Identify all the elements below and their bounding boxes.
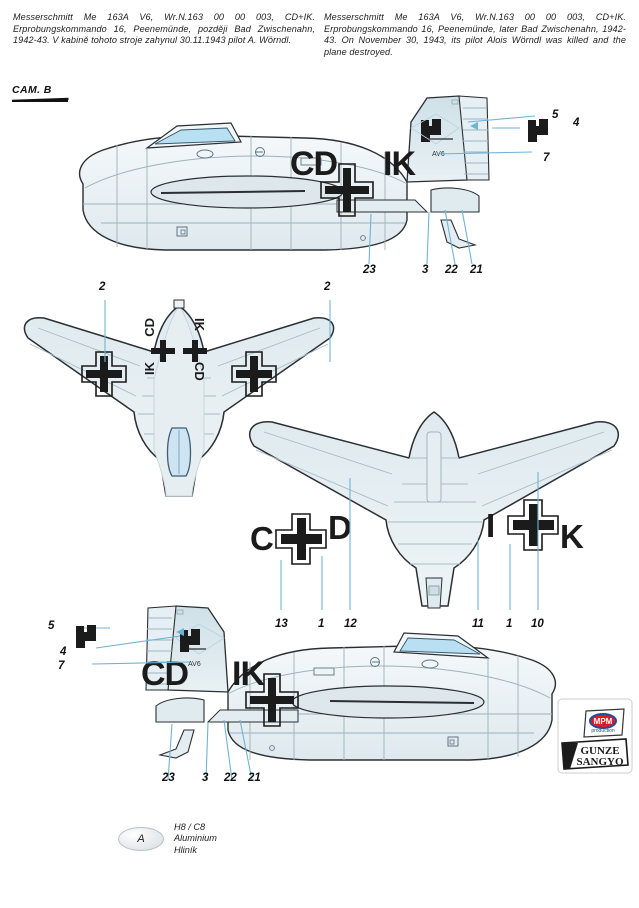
paint-legend-text: H8 / C8 Aluminium Hliník <box>174 822 217 856</box>
paint-swatch-letter: A <box>137 833 145 846</box>
callout-5-b: 5 <box>48 620 55 632</box>
callout-21-b: 21 <box>248 772 261 784</box>
callout-7-b: 7 <box>58 660 65 672</box>
paint-name-cz: Hliník <box>174 844 197 855</box>
cam-heading: CAM. B <box>12 84 90 102</box>
callout-12: 12 <box>344 618 357 630</box>
description-english: Messerschmitt Me 163A V6, Wr.N.163 00 00… <box>324 12 626 57</box>
topwing-code-left-inner: D <box>328 509 352 546</box>
fuselage-code-aft-port: IK <box>232 655 265 693</box>
topwing-code-right-outer: K <box>560 518 584 555</box>
brand-mpm: MPM <box>594 717 613 726</box>
paint-legend: A H8 / C8 Aluminium Hliník <box>118 822 217 856</box>
cam-label: CAM. B <box>12 84 52 96</box>
callout-13: 13 <box>275 618 288 630</box>
view-side-right: AV6 CD IK <box>55 92 575 267</box>
balkenkreuz-wing-left <box>81 351 127 397</box>
fuselage-code-fore: CD <box>290 145 338 183</box>
view-bottom-plan: CD IK IK CD <box>14 299 344 500</box>
brand-logo: MPM production GUNZE SANGYO <box>556 697 634 775</box>
callout-11: 11 <box>472 618 484 630</box>
callout-4-b: 4 <box>60 646 67 658</box>
callout-2-left: 2 <box>99 281 106 293</box>
brand-sangyo: SANGYO <box>576 756 624 768</box>
callout-5-a: 5 <box>552 109 559 121</box>
paint-code: H8 / C8 <box>174 822 206 832</box>
leaders-bottom-plan <box>104 300 331 362</box>
balkenkreuz-wing-right <box>231 351 277 397</box>
callout-23-a: 23 <box>363 264 376 276</box>
cam-underline <box>12 97 90 102</box>
leaders-side-left <box>82 627 253 781</box>
fuselage-code-aft: IK <box>383 145 416 183</box>
view-top-plan: C D I K <box>236 408 632 613</box>
fuselage-code-fore-port: CD <box>141 655 189 693</box>
callout-1-right: 1 <box>506 618 513 630</box>
callout-21-a: 21 <box>470 264 483 276</box>
description-czech: Messerschmitt Me 163A V6, Wr.N.163 00 00… <box>13 12 315 46</box>
callout-1-left: 1 <box>318 618 325 630</box>
tail-marking <box>421 119 441 142</box>
balkenkreuz-topwing-right <box>507 499 559 551</box>
callout-7-a: 7 <box>543 152 550 164</box>
underside-code-right-fore: IK <box>192 318 207 331</box>
brand-production: production <box>591 728 615 734</box>
paint-name-en: Aluminium <box>174 833 217 844</box>
decal-sample-tail-marking <box>528 119 548 142</box>
brand-gunze: GUNZE <box>580 745 619 757</box>
leaders-top-plan <box>280 472 539 610</box>
callout-23-b: 23 <box>162 772 175 784</box>
balkenkreuz-fuselage-port <box>245 673 299 727</box>
paint-swatch-a: A <box>118 827 164 852</box>
topwing-code-right-inner: I <box>486 507 496 544</box>
callout-3-a: 3 <box>422 264 429 276</box>
callout-22-b: 22 <box>224 772 237 784</box>
tail-marking-outline <box>410 113 460 145</box>
topwing-code-left-outer: C <box>250 520 274 557</box>
tail-stencil-port: AV6 <box>188 661 201 668</box>
callout-22-a: 22 <box>445 264 458 276</box>
callout-10: 10 <box>531 618 544 630</box>
leaders-side-right <box>368 115 536 265</box>
callout-3-b: 3 <box>202 772 209 784</box>
balkenkreuz-fuselage <box>320 163 374 217</box>
decal-sample-tail-marking-port <box>76 625 96 648</box>
callout-4-a: 4 <box>573 117 580 129</box>
balkenkreuz-topwing-left <box>275 513 327 565</box>
callout-2-right: 2 <box>324 281 331 293</box>
underside-code-right-aft: CD <box>192 362 207 381</box>
